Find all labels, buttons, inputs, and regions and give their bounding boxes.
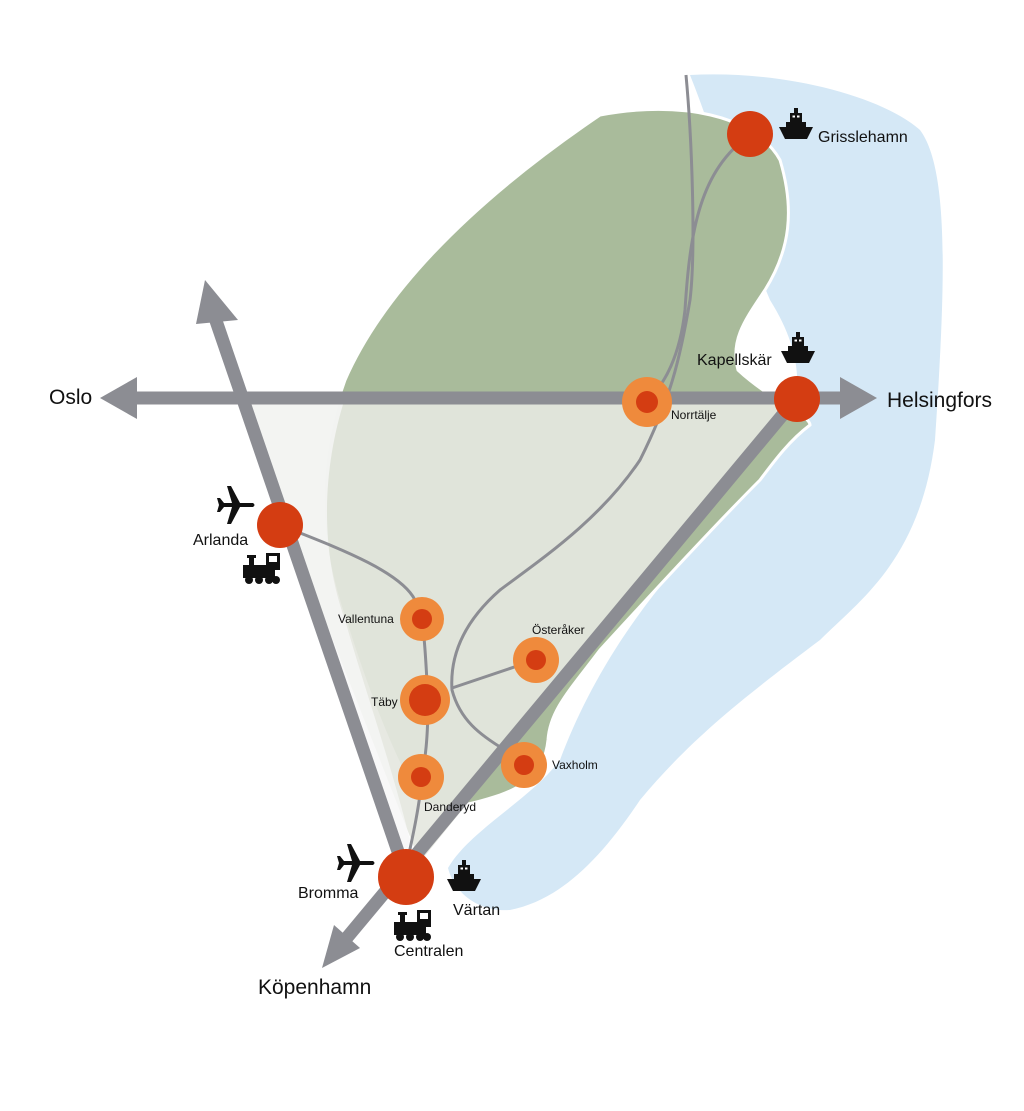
node-label-vaxholm: Vaxholm [552,758,598,772]
major-node-arlanda[interactable] [257,502,303,548]
train-icon [243,553,280,584]
major-node-centralen[interactable] [378,849,434,905]
node-label-bromma: Bromma [298,885,359,902]
node-label-osteraker: Österåker [532,623,585,637]
local-node-osteraker[interactable] [513,637,559,683]
main-corridors [130,312,846,945]
arrow-north-icon [196,280,238,324]
node-label-norrtalje: Norrtälje [671,408,717,422]
arrow-east-icon [840,377,877,419]
arrow-west-icon [100,377,137,419]
local-node-danderyd[interactable] [398,754,444,800]
direction-label-east: Helsingfors [887,389,993,412]
sea-area [448,74,943,911]
major-node-kapellskar[interactable] [774,376,820,422]
node-label-danderyd: Danderyd [424,800,477,814]
local-node-vallentuna[interactable] [400,597,444,641]
node-label-arlanda: Arlanda [193,532,249,549]
airplane-icon [337,844,375,882]
local-node-vaxholm[interactable] [501,742,547,788]
node-label-taby: Täby [371,695,398,709]
direction-label-south: Köpenhamn [258,976,372,999]
direction-label-west: Oslo [49,386,93,409]
airplane-icon [217,486,255,524]
node-label-vartan: Värtan [453,902,501,919]
train-icon [394,910,431,941]
major-node-grisslehamn[interactable] [727,111,773,157]
node-label-vallentuna: Vallentuna [338,612,394,626]
node-label-grisslehamn: Grisslehamn [818,129,908,146]
node-label-kapellskar: Kapellskär [697,352,772,369]
local-node-taby[interactable] [400,675,450,725]
arrow-south-icon [322,925,360,968]
local-node-norrtalje[interactable] [622,377,672,427]
node-label-centralen: Centralen [394,943,464,960]
